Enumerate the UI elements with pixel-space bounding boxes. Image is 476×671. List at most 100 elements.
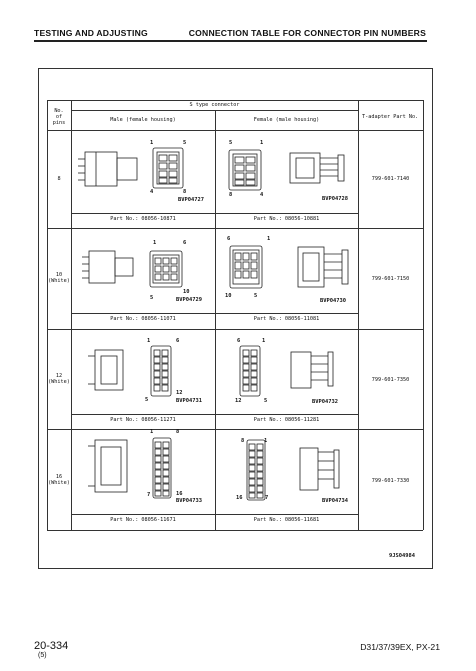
table-left-line	[47, 100, 48, 530]
pin-label: 1	[260, 140, 264, 146]
row-pins-16: 16	[55, 474, 63, 480]
pin-label: 5	[145, 397, 149, 403]
pin-label: 1	[264, 438, 268, 444]
row-female-part-12: Part No.: 08056-11281	[253, 417, 320, 423]
row-female-part-10: Part No.: 08056-11081	[253, 316, 320, 322]
table-bottom-line	[47, 530, 423, 531]
figure-ref-male-16: BVP04733	[176, 498, 202, 504]
figure-frame	[38, 68, 433, 569]
row-pins-10: 10	[55, 272, 63, 278]
face-view-female-12	[239, 345, 261, 397]
row-line-1	[47, 228, 423, 229]
header-sub-line	[71, 110, 358, 111]
col-header-pins: No. of pins	[52, 108, 66, 126]
row-female-part-16: Part No.: 08056-11681	[253, 517, 320, 523]
figure-ref-male-12: BVP04731	[176, 398, 202, 404]
pin-label: 10	[225, 293, 232, 299]
side-view-female-16	[299, 447, 340, 491]
row-pins-10-color: (White)	[48, 278, 70, 284]
row-tadapter-10: 799-601-7150	[371, 276, 410, 282]
face-view-female-16	[246, 439, 266, 501]
row-0-part-line	[71, 213, 358, 214]
pin-label: 8	[183, 189, 187, 195]
figure-ref: 9JS04984	[389, 553, 415, 559]
face-view-male-8	[152, 147, 184, 189]
row-tadapter-8: 799-601-7140	[371, 176, 410, 182]
pin-label: 6	[237, 338, 241, 344]
row-female-part-8: Part No.: 08056-10881	[253, 216, 320, 222]
face-view-male-10	[149, 250, 183, 288]
col-line-mid	[215, 110, 216, 530]
face-view-female-8	[228, 149, 262, 191]
col-header-female: Female (male housing)	[253, 117, 320, 123]
face-view-male-16	[152, 437, 172, 499]
row-3-part-line	[71, 514, 358, 515]
pin-label: 12	[235, 398, 242, 404]
pin-label: 10	[183, 289, 190, 295]
side-view-female-12	[290, 351, 334, 389]
row-male-part-8: Part No.: 08056-10871	[110, 216, 176, 222]
pin-label: 4	[260, 192, 264, 198]
pin-label: 1	[153, 240, 157, 246]
figure-ref-female-8: BVP04728	[322, 196, 348, 202]
pin-label: 8	[176, 429, 180, 435]
row-tadapter-12: 799-601-7350	[371, 377, 410, 383]
pin-label: 1	[267, 236, 271, 242]
pin-label: 4	[150, 189, 154, 195]
row-pins-12: 12	[55, 373, 63, 379]
table-top-line	[47, 100, 423, 101]
row-pins-12-color: (White)	[48, 379, 70, 385]
col-header-group: S type connector	[189, 102, 240, 108]
row-male-part-10: Part No.: 08056-11071	[110, 316, 176, 322]
pin-label: 7	[265, 495, 269, 501]
side-view-male-16	[88, 439, 128, 493]
side-view-female-10	[297, 246, 349, 288]
pin-label: 5	[254, 293, 258, 299]
table-right-line	[423, 100, 424, 530]
face-view-male-12	[150, 345, 172, 397]
figure-ref-male-10: BVP04729	[176, 297, 202, 303]
row-pins-8: 8	[57, 176, 61, 182]
col-line-tadapter	[358, 100, 359, 530]
col-header-tadapter: T-adapter Part No.	[362, 114, 419, 120]
row-tadapter-16: 799-601-7330	[371, 478, 410, 484]
side-view-male-10	[82, 250, 134, 284]
col-header-male: Male (female housing)	[110, 117, 176, 123]
pin-label: 1	[150, 140, 154, 146]
face-view-female-10	[229, 245, 263, 289]
pin-label: 12	[176, 390, 183, 396]
figure-ref-female-12: BVP04732	[312, 399, 338, 405]
pin-label: 16	[176, 491, 183, 497]
row-line-3	[47, 429, 423, 430]
figure-ref-female-10: BVP04730	[320, 298, 346, 304]
page-topic: CONNECTION TABLE FOR CONNECTOR PIN NUMBE…	[188, 28, 426, 38]
section-title: TESTING AND ADJUSTING	[34, 28, 148, 38]
row-pins-16-color: (White)	[48, 480, 70, 486]
pin-label: 1	[147, 338, 151, 344]
pin-label: 16	[236, 495, 243, 501]
pin-label: 7	[147, 492, 151, 498]
pin-label: 1	[262, 338, 266, 344]
pin-label: 8	[241, 438, 245, 444]
pin-label: 5	[150, 295, 154, 301]
row-1-part-line	[71, 313, 358, 314]
side-view-male-12	[88, 349, 124, 391]
header-bottom-line	[47, 130, 423, 131]
row-male-part-12: Part No.: 08056-11271	[110, 417, 176, 423]
figure-ref-female-16: BVP04734	[322, 498, 348, 504]
row-male-part-16: Part No.: 08056-11671	[110, 517, 176, 523]
side-view-male-8	[78, 151, 138, 187]
header-rule	[34, 40, 427, 42]
pin-label: 1	[150, 429, 154, 435]
row-2-part-line	[71, 414, 358, 415]
pin-label: 5	[229, 140, 233, 146]
pin-label: 6	[227, 236, 231, 242]
pin-label: 6	[183, 240, 187, 246]
pin-label: 6	[176, 338, 180, 344]
row-line-2	[47, 329, 423, 330]
figure-ref-male-8: BVP04727	[178, 197, 204, 203]
page-revision: (5)	[38, 652, 47, 659]
pin-label: 5	[264, 398, 268, 404]
pin-label: 5	[183, 140, 187, 146]
